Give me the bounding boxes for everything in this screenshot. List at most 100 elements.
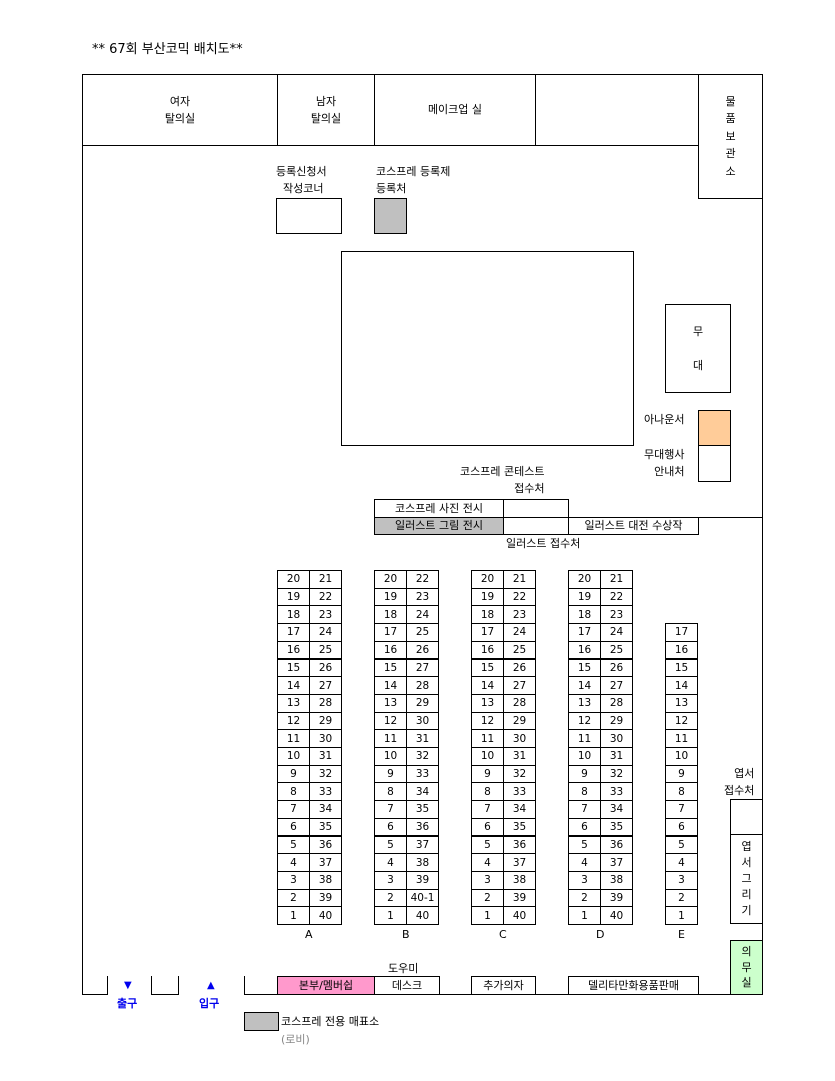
booth-A-left: 8 [277,782,310,802]
booth-C-right: 25 [503,640,536,660]
column-label: E [678,928,685,941]
booth-C-right: 40 [503,906,536,925]
postcard-drawing: 엽 서 그 리 기 [730,834,763,924]
entrance-label[interactable]: 입구 [199,997,220,1010]
bottom-wall [178,976,179,995]
booth-C-left: 8 [471,782,504,802]
booth-A-left: 20 [277,570,310,589]
booth-D-left: 18 [568,605,601,625]
storage-room: 물 품 보 관 소 [698,74,763,199]
booth-D-right: 37 [600,853,633,872]
booth-B-left: 4 [374,853,407,872]
booth-B-left: 6 [374,817,407,837]
booth-A-left: 19 [277,587,310,607]
booth-D-left: 8 [568,782,601,802]
cosplay-photo-exhibit: 코스프레 사진 전시 [374,499,504,518]
booth-C-left: 14 [471,676,504,695]
booth-C-left: 2 [471,888,504,908]
frame-right-wall [762,74,763,995]
booth-D-left: 2 [568,888,601,908]
column-label: C [499,928,507,941]
booth-D-left: 10 [568,747,601,766]
booth-A-left: 5 [277,835,310,855]
main-hall-area [341,251,634,446]
booth-C-left: 15 [471,658,504,678]
cosplay-registration-label: 코스프레 등록제 등록처 [376,165,451,196]
booth-A-left: 6 [277,817,310,837]
booth-D-right: 30 [600,729,633,748]
booth-D-left: 17 [568,623,601,642]
booth-A-left: 17 [277,623,310,642]
booth-A-right: 29 [309,711,342,731]
booth-B-right: 35 [406,800,439,819]
booth-E-left: 1 [665,906,698,925]
booth-C-right: 29 [503,711,536,731]
booth-A-left: 3 [277,870,310,890]
postcard-reception-label: 엽서 접수처 [724,767,755,798]
booth-D-right: 21 [600,570,633,589]
booth-C-left: 4 [471,853,504,872]
booth-B-right: 37 [406,835,439,855]
booth-E-left: 4 [665,853,698,872]
booth-C-left: 11 [471,729,504,748]
booth-C-left: 6 [471,817,504,837]
booth-D-right: 32 [600,764,633,784]
booth-B-left: 20 [374,570,407,589]
booth-D-right: 35 [600,817,633,837]
booth-C-right: 31 [503,747,536,766]
booth-D-right: 27 [600,676,633,695]
booth-C-right: 21 [503,570,536,589]
booth-C-left: 5 [471,835,504,855]
booth-D-right: 29 [600,711,633,731]
booth-E-left: 11 [665,729,698,748]
page-title: ** 67회 부산코믹 배치도** [92,42,243,57]
booth-C-right: 28 [503,693,536,713]
booth-B-right: 24 [406,605,439,625]
booth-B-left: 7 [374,800,407,819]
booth-B-right: 28 [406,676,439,695]
booth-D-right: 23 [600,605,633,625]
illust-award-exhibit: 일러스트 대전 수상작 [568,517,699,535]
booth-D-right: 28 [600,693,633,713]
booth-B-right: 39 [406,870,439,890]
booth-D-left: 3 [568,870,601,890]
booth-D-right: 36 [600,835,633,855]
booth-D-left: 6 [568,817,601,837]
booth-A-left: 15 [277,658,310,678]
booth-A-left: 7 [277,800,310,819]
booth-C-right: 26 [503,658,536,678]
form-corner-label: 등록신청서 작성코너 [276,165,327,196]
booth-D-left: 4 [568,853,601,872]
booth-B-left: 3 [374,870,407,890]
bottom-wall [244,976,245,995]
booth-D-right: 31 [600,747,633,766]
booth-C-right: 30 [503,729,536,748]
bottom-wall [107,976,108,995]
booth-A-right: 34 [309,800,342,819]
bottom-wall [151,976,152,995]
booth-B-left: 13 [374,693,407,713]
booth-D-right: 22 [600,587,633,607]
booth-B-right: 32 [406,747,439,766]
exit-label[interactable]: 출구 [117,997,138,1010]
booth-C-right: 35 [503,817,536,837]
booth-C-right: 33 [503,782,536,802]
hq-membership-booth: 본부/멤버쉽 [277,976,375,995]
booth-A-right: 40 [309,906,342,925]
booth-E-left: 17 [665,623,698,642]
booth-C-right: 22 [503,587,536,607]
booth-C-left: 13 [471,693,504,713]
booth-B-left: 12 [374,711,407,731]
booth-A-right: 24 [309,623,342,642]
booth-C-left: 9 [471,764,504,784]
legend-swatch [244,1012,279,1031]
legend-label: 코스프레 전용 매표소 [281,1015,380,1028]
makeup-room: 메이크업 실 [374,74,536,146]
booth-C-right: 34 [503,800,536,819]
booth-B-right: 34 [406,782,439,802]
booth-B-left: 2 [374,888,407,908]
booth-A-right: 39 [309,888,342,908]
booth-A-right: 28 [309,693,342,713]
booth-C-left: 18 [471,605,504,625]
booth-A-left: 9 [277,764,310,784]
